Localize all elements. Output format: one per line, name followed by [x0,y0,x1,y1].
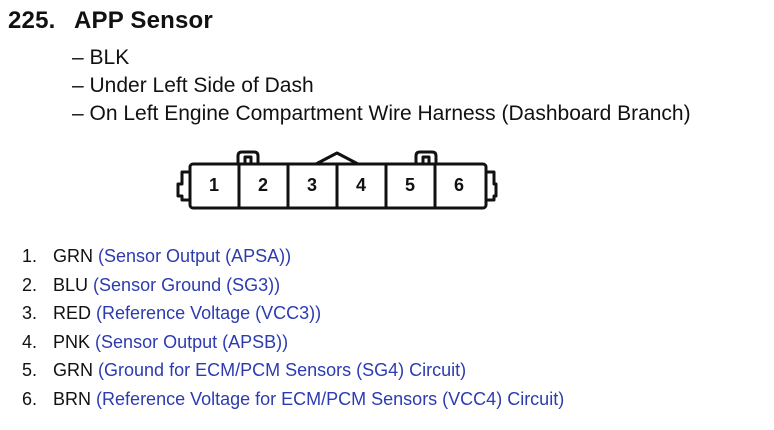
pin-4-label: 4 [355,175,366,195]
wire-color: RED [53,303,92,324]
pin-description: (Sensor Output (APSB)) [95,331,289,352]
pin-description: (Ground for ECM/PCM Sensors (SG4) Circui… [98,360,467,381]
pin-index: 5. [22,360,38,381]
pin-index: 2. [22,274,38,295]
pin-list-item: 4. PNK (Sensor Output (APSB)) [22,328,564,357]
pin-index: 6. [22,388,38,409]
detail-line-harness: – On Left Engine Compartment Wire Harnes… [72,102,691,125]
pin-2-label: 2 [257,175,268,195]
pin-6-label: 6 [453,175,464,195]
pin-description: (Reference Voltage (VCC3)) [96,303,322,324]
wire-color: GRN [53,360,94,381]
pin-index: 1. [22,246,38,266]
pin-index: 3. [22,303,38,324]
title-text: APP Sensor [74,7,213,34]
pin-list-item: 3. RED (Reference Voltage (VCC3)) [22,299,564,328]
connector-diagram: 1 2 3 4 5 6 [176,148,498,216]
wire-color: BLU [53,274,89,295]
connector-outline [176,150,498,210]
pin-1-label: 1 [208,175,219,195]
page-title: 225. APP Sensor [8,7,213,35]
wire-color: PNK [53,331,91,352]
pin-3-label: 3 [306,175,317,195]
pin-list-item: 6. BRN (Reference Voltage for ECM/PCM Se… [22,385,564,414]
pin-description: (Reference Voltage for ECM/PCM Sensors (… [96,388,565,409]
detail-line-color: – BLK [72,46,130,69]
detail-line-location: – Under Left Side of Dash [72,74,314,97]
pin-list-item: 2. BLU (Sensor Ground (SG3)) [22,271,564,300]
pin-description: (Sensor Ground (SG3)) [93,274,281,295]
location-details: – BLK – Under Left Side of Dash – On Lef… [72,44,691,128]
pin-index: 4. [22,331,38,352]
wire-color: BRN [53,388,92,409]
pin-list: 1. GRN (Sensor Output (APSA)) 2. BLU (Se… [22,242,564,414]
title-number: 225. [8,7,56,34]
pin-description: (Sensor Output (APSA)) [98,246,292,266]
wire-color: GRN [53,246,94,266]
pin-5-label: 5 [404,175,415,195]
pin-list-item: 5. GRN (Ground for ECM/PCM Sensors (SG4)… [22,356,564,385]
pin-list-item: 1. GRN (Sensor Output (APSA)) [22,242,564,271]
